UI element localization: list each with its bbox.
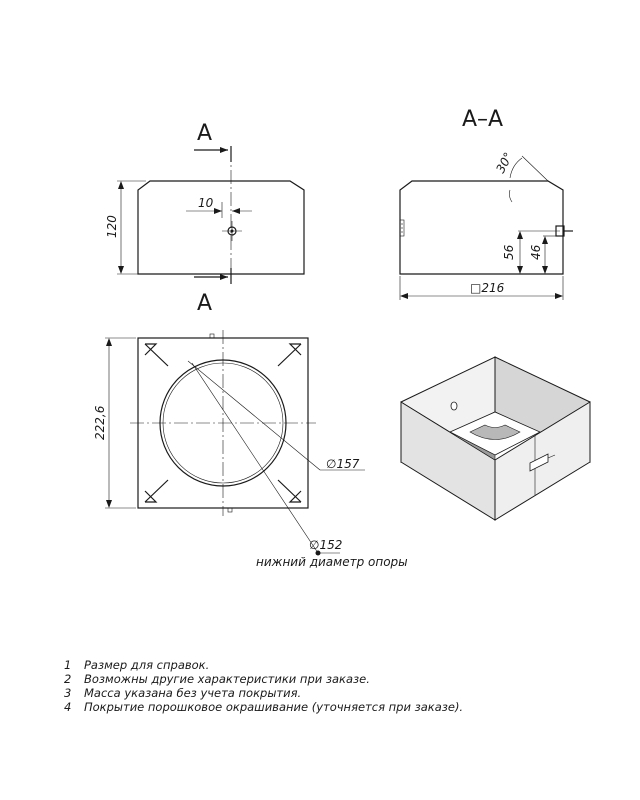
dim-hole-height: 56 bbox=[502, 244, 516, 260]
iso-bolt-hole-icon bbox=[450, 401, 458, 411]
dim-inner-diameter: ∅157 bbox=[326, 457, 360, 471]
dim-angle: 30° bbox=[493, 150, 515, 175]
isometric-view bbox=[400, 356, 591, 521]
front-view: A A 10 120 bbox=[105, 121, 305, 316]
section-cut-label-bottom: A bbox=[197, 291, 212, 316]
dim-slot-height: 46 bbox=[529, 244, 543, 260]
top-view: ∅157 ∅152 нижний диаметр опоры 222,6 bbox=[93, 330, 408, 569]
dim-base-size: 222,6 bbox=[93, 405, 107, 440]
section-view-title: А–А bbox=[462, 107, 503, 132]
section-view: А–А 30° 56 46 □216 bbox=[399, 107, 573, 300]
section-cut-label-top: A bbox=[197, 121, 212, 146]
dim-lower-diameter: ∅152 bbox=[309, 538, 342, 552]
callout-lower-diameter: нижний диаметр опоры bbox=[256, 555, 408, 569]
dim-width-square: □216 bbox=[470, 281, 505, 295]
dim-hole-offset: 10 bbox=[198, 196, 214, 210]
dim-height: 120 bbox=[105, 215, 119, 238]
